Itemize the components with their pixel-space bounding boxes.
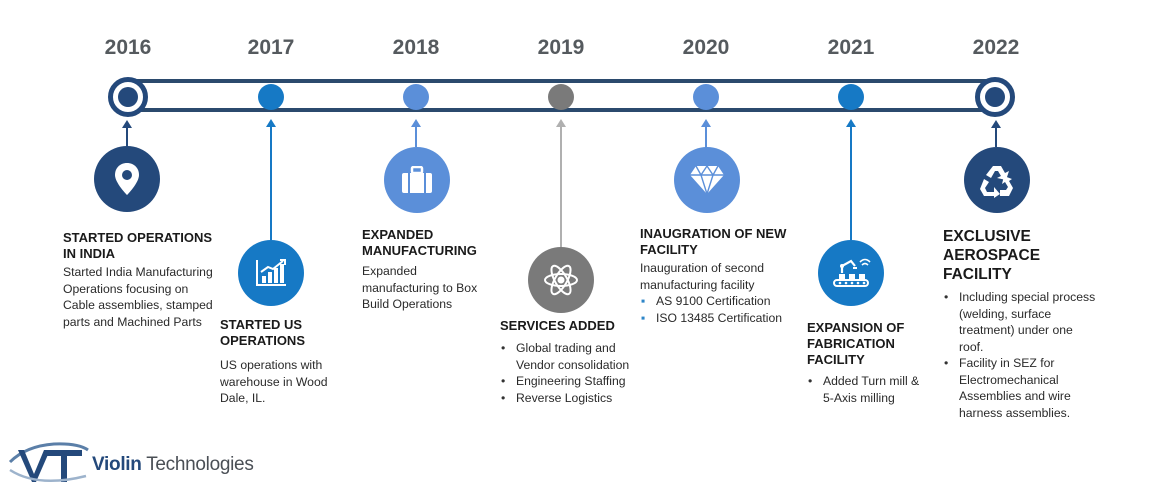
company-logo: Violin Technologies [8, 440, 268, 486]
timeline-dot-2022 [975, 77, 1015, 117]
milestone-2019-bullet: Reverse Logistics [500, 390, 650, 407]
milestone-2019-bullets: Global trading and Vendor consolidation … [500, 340, 650, 406]
milestone-2019-bullet: Engineering Staffing [500, 373, 650, 390]
timeline-dot-2020 [693, 84, 719, 110]
connector-2021 [850, 126, 852, 240]
timeline-dot-2019 [548, 84, 574, 110]
connector-2016 [126, 127, 128, 147]
atom-icon [528, 247, 594, 313]
briefcase-icon [384, 147, 450, 213]
year-2016: 2016 [104, 36, 152, 59]
milestone-2018-description: Expanded manufacturing to Box Build Oper… [362, 264, 478, 311]
milestone-2016-description: Started India Manufacturing Operations f… [63, 265, 213, 329]
year-2017: 2017 [247, 36, 295, 59]
milestone-2022-heading: EXCLUSIVE AEROSPACE FACILITY [943, 228, 1041, 283]
arrow-2022 [991, 120, 1001, 128]
timeline-dot-2018 [403, 84, 429, 110]
timeline-dot-2021 [838, 84, 864, 110]
logo-wordmark: Violin Technologies [92, 454, 254, 476]
vt-monogram-logo [8, 442, 89, 482]
milestone-2020-bullets: AS 9100 Certification ISO 13485 Certific… [640, 293, 800, 326]
map-pin-icon [94, 146, 160, 212]
recycle-icon [964, 147, 1030, 213]
milestone-2020-description: Inauguration of second manufacturing fac… [640, 261, 764, 292]
logo-name-bold: Violin [92, 454, 142, 475]
milestone-2022-bullet: Facility in SEZ for Electromechanical As… [943, 355, 1098, 421]
milestone-2021-bullet: Added Turn mill & 5-Axis milling [807, 373, 922, 406]
milestone-2019-bullet: Global trading and Vendor consolidation [500, 340, 650, 373]
arrow-2019 [556, 119, 566, 127]
milestone-2019-heading: SERVICES ADDED [500, 318, 615, 333]
milestone-2022-bullet: Including special process (welding, surf… [943, 289, 1098, 355]
milestone-2020-heading: INAUGRATION OF NEW FACILITY [640, 226, 787, 257]
arrow-2018 [411, 119, 421, 127]
milestone-2020-bullet: AS 9100 Certification [640, 293, 800, 310]
milestone-2017-heading: STARTED US OPERATIONS [220, 317, 305, 348]
milestone-2017-description: US operations with warehouse in Wood Dal… [220, 358, 328, 405]
milestone-2022-bullets: Including special process (welding, surf… [943, 289, 1098, 421]
connector-2017 [270, 126, 272, 240]
milestone-2021-heading: EXPANSION OF FABRICATION FACILITY [807, 320, 905, 367]
connector-2018 [415, 126, 417, 147]
timeline-dot-2017 [258, 84, 284, 110]
year-2019: 2019 [537, 36, 585, 59]
year-2022: 2022 [972, 36, 1020, 59]
year-2020: 2020 [682, 36, 730, 59]
year-2018: 2018 [392, 36, 440, 59]
year-2021: 2021 [827, 36, 875, 59]
arrow-2016 [122, 120, 132, 128]
connector-2019 [560, 126, 562, 248]
connector-2020 [705, 126, 707, 148]
logo-name-rest: Technologies [141, 454, 254, 475]
connector-2022 [995, 127, 997, 147]
arrow-2021 [846, 119, 856, 127]
arrow-2017 [266, 119, 276, 127]
timeline-dot-2016 [108, 77, 148, 117]
diamond-icon [674, 147, 740, 213]
arrow-2020 [701, 119, 711, 127]
robotic-factory-icon [818, 240, 884, 306]
growth-chart-icon [238, 240, 304, 306]
milestone-2020-bullet: ISO 13485 Certification [640, 310, 800, 327]
milestone-2016-heading: STARTED OPERATIONS IN INDIA [63, 230, 213, 261]
milestone-2018-heading: EXPANDED MANUFACTURING [362, 227, 477, 258]
milestone-2021-bullets: Added Turn mill & 5-Axis milling [807, 373, 922, 406]
